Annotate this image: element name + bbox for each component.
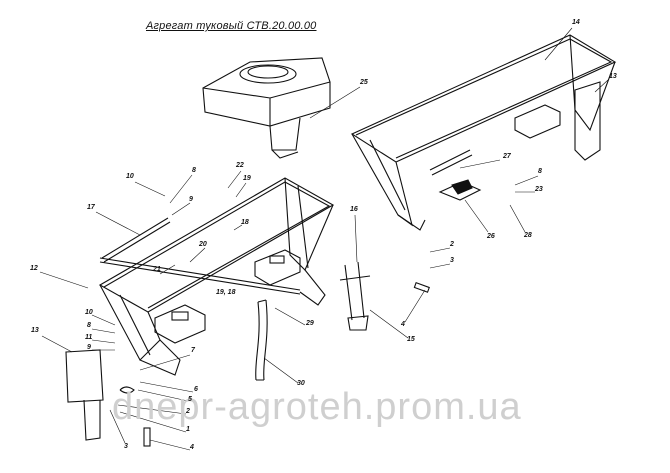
callout-label: 17 (87, 204, 95, 211)
callout-label: 25 (360, 79, 368, 86)
callout-label: 1 (186, 426, 190, 433)
callout-label: 5 (188, 396, 192, 403)
callout-label: 10 (85, 309, 93, 316)
left-frame (65, 177, 335, 447)
callout-label: 23 (535, 186, 543, 193)
callout-label: 20 (199, 241, 207, 248)
callout-label: 4 (401, 321, 405, 328)
callout-label: 28 (524, 232, 532, 239)
callout-label: 26 (487, 233, 495, 240)
callout-label: 12 (30, 265, 38, 272)
callout-label: 11 (85, 334, 93, 341)
callout-label: 8 (87, 322, 91, 329)
hopper-part-25 (202, 57, 331, 159)
callout-label: 15 (407, 336, 415, 343)
callout-label: 14 (572, 19, 580, 26)
callout-label: 9 (189, 196, 193, 203)
callout-label: 22 (236, 162, 244, 169)
callout-label: 10 (126, 173, 134, 180)
callout-label: 13 (609, 73, 617, 80)
callout-label: 8 (538, 168, 542, 175)
callout-label: 30 (297, 380, 305, 387)
diagram-title: Агрегат туковый СТВ.20.00.00 (146, 20, 317, 32)
callout-label: 2 (450, 241, 454, 248)
callout-label: 6 (194, 386, 198, 393)
callout-label: 8 (192, 167, 196, 174)
callout-label: 19, 18 (216, 289, 236, 296)
callout-label: 3 (124, 443, 128, 450)
callout-label: 3 (450, 257, 454, 264)
callout-label: 19 (243, 175, 251, 182)
right-frame (339, 34, 617, 331)
callout-label: 21 (153, 266, 161, 273)
callout-label: 7 (191, 347, 195, 354)
watermark: dnepr-agroteh.prom.ua (112, 386, 522, 428)
callout-label: 4 (190, 444, 194, 451)
callout-label: 2 (186, 408, 190, 415)
callout-label: 9 (87, 344, 91, 351)
callout-label: 27 (503, 153, 511, 160)
leader-lines (39, 27, 609, 451)
callout-label: 29 (306, 320, 314, 327)
callout-label: 18 (241, 219, 249, 226)
callout-label: 13 (31, 327, 39, 334)
callout-label: 16 (350, 206, 358, 213)
